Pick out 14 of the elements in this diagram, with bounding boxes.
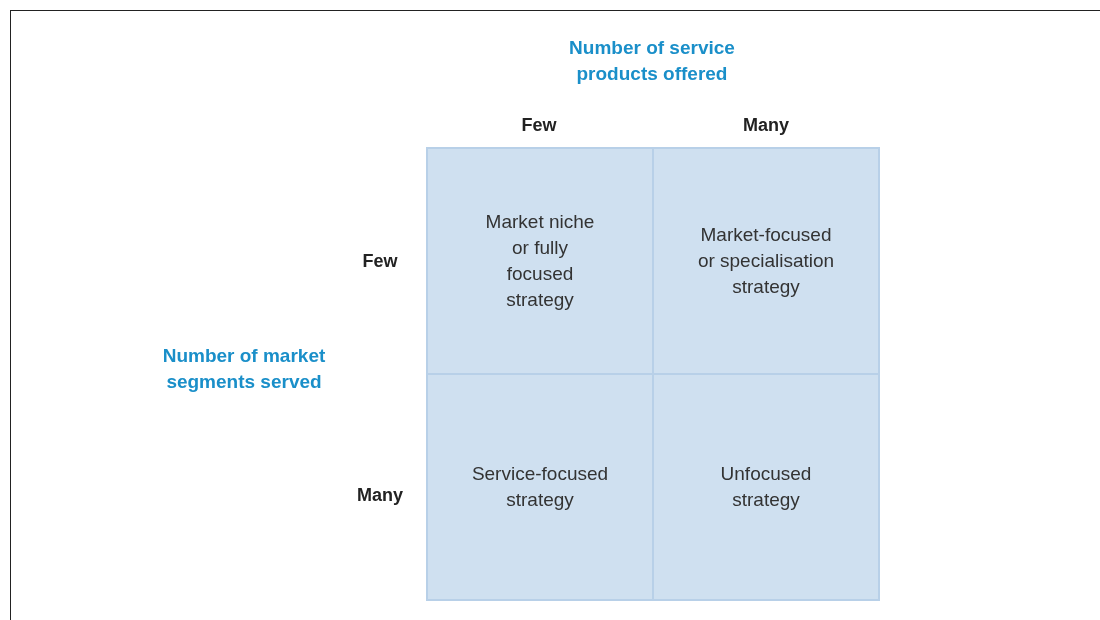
- axis-title: Number of market segments served: [161, 344, 327, 394]
- axis-label: Few: [521, 114, 557, 136]
- cell-text: Service-focused strategy: [470, 462, 610, 512]
- matrix-cell: [426, 147, 654, 375]
- cell-text: Market-focused or specialisation strategy: [696, 223, 836, 299]
- axis-label: Many: [743, 114, 789, 136]
- matrix-cell: [426, 373, 654, 601]
- cell-text: Unfocused strategy: [719, 462, 813, 512]
- matrix-cell: [652, 373, 880, 601]
- axis-label: Many: [357, 484, 403, 506]
- axis-label: Few: [362, 250, 398, 272]
- matrix-cell: [652, 147, 880, 375]
- cell-text: Market niche or fully focused strategy: [484, 210, 596, 312]
- axis-title: Number of service products offered: [568, 36, 736, 86]
